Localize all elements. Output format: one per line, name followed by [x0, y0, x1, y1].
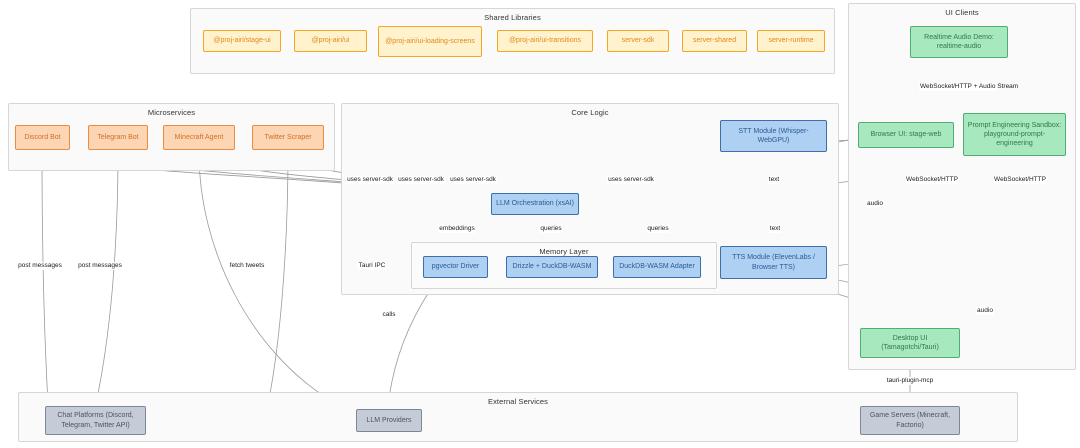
- node-twitter-scraper[interactable]: Twitter Scraper: [252, 125, 324, 150]
- node-ui-transitions[interactable]: @proj-airi/ui-transitions: [497, 30, 593, 52]
- edge-label-post-messages-2: post messages: [77, 261, 123, 271]
- node-llm-providers[interactable]: LLM Providers: [356, 409, 422, 432]
- node-llm-orchestration[interactable]: LLM Orchestration (xsAI): [491, 193, 579, 215]
- node-game-servers[interactable]: Game Servers (Minecraft, Factorio): [860, 406, 960, 435]
- cluster-title-shared-libraries: Shared Libraries: [484, 13, 541, 22]
- edge-label-uses-server-sdk-1: uses server-sdk: [346, 175, 394, 185]
- edge-label-uses-server-sdk-4: uses server-sdk: [607, 175, 655, 185]
- node-duckdb-adapter[interactable]: DuckDB-WASM Adapter: [613, 256, 701, 278]
- node-stage-ui[interactable]: @proj-airi/stage-ui: [203, 30, 281, 52]
- node-tts-module[interactable]: TTS Module (ElevenLabs / Browser TTS): [720, 246, 827, 279]
- edge-label-websocket-http-audio: WebSocket/HTTP + Audio Stream: [919, 82, 1019, 92]
- edge-label-audio-2: audio: [976, 306, 994, 316]
- edge-label-tauri-plugin-mcp: tauri-plugin-mcp: [885, 376, 935, 386]
- node-telegram-bot[interactable]: Telegram Bot: [88, 125, 148, 150]
- node-pgvector-driver[interactable]: pgvector Driver: [423, 256, 488, 278]
- edge-label-fetch-tweets: fetch tweets: [228, 261, 266, 271]
- node-ui-loading-screens[interactable]: @proj-airi/ui-loading-screens: [378, 26, 482, 57]
- edge-label-embeddings: embeddings: [438, 224, 476, 234]
- cluster-external-services: External Services: [18, 392, 1018, 442]
- node-discord-bot[interactable]: Discord Bot: [15, 125, 70, 150]
- node-prompt-sandbox[interactable]: Prompt Engineering Sandbox: playground-p…: [963, 113, 1066, 156]
- node-drizzle-duckdb[interactable]: Drizzle + DuckDB-WASM: [506, 256, 598, 278]
- node-browser-ui[interactable]: Browser UI: stage-web: [858, 122, 954, 148]
- edge-label-queries-1: queries: [539, 224, 563, 234]
- node-minecraft-agent[interactable]: Minecraft Agent: [163, 125, 235, 150]
- node-chat-platforms[interactable]: Chat Platforms (Discord, Telegram, Twitt…: [45, 406, 146, 435]
- cluster-ui-clients: UI Clients: [848, 3, 1076, 370]
- edge-label-post-messages-1: post messages: [17, 261, 63, 271]
- cluster-title-microservices: Microservices: [147, 108, 196, 117]
- edge-label-websocket-http-2: WebSocket/HTTP: [993, 175, 1047, 185]
- edge-label-uses-server-sdk-3: uses server-sdk: [449, 175, 497, 185]
- node-ui[interactable]: @proj-airi/ui: [294, 30, 367, 52]
- node-stt-module[interactable]: STT Module (Whisper-WebGPU): [720, 120, 827, 152]
- node-realtime-audio-demo[interactable]: Realtime Audio Demo: realtime-audio: [910, 26, 1008, 58]
- edge-label-calls: calls: [381, 310, 397, 320]
- edge-label-text-2: text: [768, 224, 782, 234]
- edge-label-websocket-http-1: WebSocket/HTTP: [905, 175, 959, 185]
- edge-label-uses-server-sdk-2: uses server-sdk: [397, 175, 445, 185]
- node-server-runtime[interactable]: server-runtime: [757, 30, 825, 52]
- cluster-title-ui-clients: UI Clients: [945, 8, 979, 17]
- node-server-shared[interactable]: server-shared: [682, 30, 747, 52]
- cluster-title-external-services: External Services: [487, 397, 549, 406]
- cluster-title-memory-layer: Memory Layer: [539, 247, 589, 256]
- edge-label-text-1: text: [767, 175, 781, 185]
- cluster-title-core-logic: Core Logic: [571, 108, 609, 117]
- node-desktop-ui[interactable]: Desktop UI (Tamagotchi/Tauri): [860, 328, 960, 358]
- node-server-sdk[interactable]: server-sdk: [607, 30, 669, 52]
- edge-label-queries-2: queries: [646, 224, 670, 234]
- edge-label-tauri-ipc: Tauri IPC: [357, 261, 387, 271]
- edge-label-audio-1: audio: [866, 199, 884, 209]
